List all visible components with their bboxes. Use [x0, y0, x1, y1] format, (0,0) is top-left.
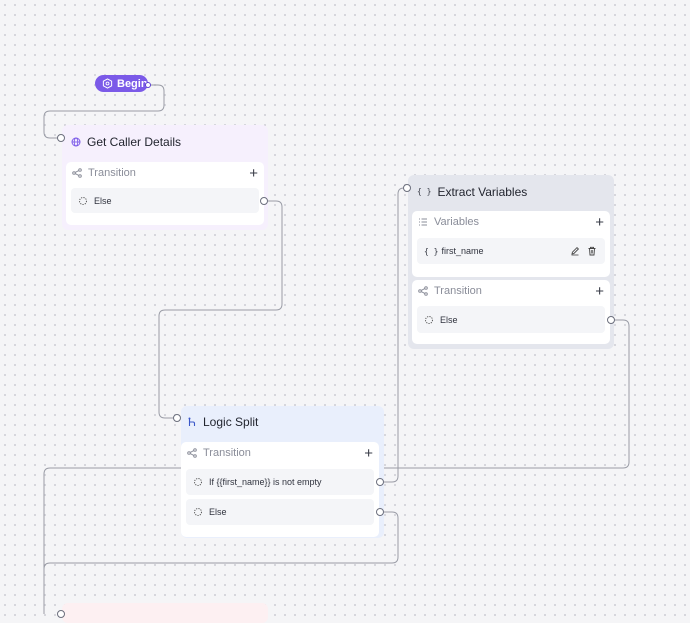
- row-label: If {{first_name}} is not empty: [209, 477, 322, 487]
- dotted-circle-icon: [193, 507, 203, 517]
- transition-panel: Transition + Else: [412, 280, 610, 344]
- transition-row[interactable]: Else: [71, 188, 259, 213]
- transition-panel: Transition + Else: [66, 162, 264, 225]
- transition-row[interactable]: Else: [417, 306, 605, 333]
- node-header: Get Caller Details: [71, 135, 181, 149]
- globe-icon: [71, 137, 81, 147]
- wire-logic-if-to-extract-variables: [380, 187, 407, 483]
- node-header: { } Extract Variables: [417, 185, 527, 199]
- braces-icon: { }: [424, 246, 439, 256]
- add-transition-button[interactable]: +: [249, 164, 258, 182]
- transition-label: Transition: [434, 285, 482, 297]
- logic-split-input-handle[interactable]: [173, 414, 181, 422]
- dotted-circle-icon: [193, 477, 203, 487]
- variable-name: first_name: [441, 246, 484, 256]
- transition-header: Transition +: [418, 282, 604, 300]
- add-transition-button[interactable]: +: [595, 282, 604, 300]
- variables-label: Variables: [434, 216, 480, 228]
- variable-row[interactable]: { } first_name: [417, 238, 605, 264]
- add-variable-button[interactable]: +: [595, 213, 604, 231]
- wire-get-caller-else-to-logic-split: [158, 200, 283, 419]
- node-title: Get Caller Details: [87, 135, 182, 149]
- trash-icon[interactable]: [587, 246, 597, 256]
- next-node-partial[interactable]: [62, 603, 268, 623]
- node-header: Logic Split: [187, 415, 258, 429]
- transition-header: Transition +: [72, 164, 258, 182]
- transition-row[interactable]: If {{first_name}} is not empty: [186, 469, 374, 495]
- pencil-icon[interactable]: [570, 246, 580, 256]
- dotted-circle-icon: [424, 315, 434, 325]
- begin-label: Begin: [117, 77, 148, 90]
- get-caller-else-output-handle[interactable]: [260, 197, 268, 205]
- dotted-circle-icon: [78, 196, 88, 206]
- logic-else-output-handle[interactable]: [376, 508, 384, 516]
- logic-split-node[interactable]: Logic Split Transition + If {{first_name…: [181, 406, 384, 538]
- transition-header: Transition +: [187, 444, 373, 462]
- logic-if-output-handle[interactable]: [376, 478, 384, 486]
- transition-panel: Transition + If {{first_name}} is not em…: [181, 442, 379, 537]
- extract-variables-node[interactable]: { } Extract Variables Variables + { } fi…: [408, 175, 614, 349]
- braces-icon: { }: [417, 187, 432, 196]
- share-icon: [72, 168, 82, 178]
- row-label: Else: [94, 195, 112, 206]
- extract-else-output-handle[interactable]: [607, 316, 615, 324]
- next-node-input-handle[interactable]: [57, 610, 65, 618]
- add-transition-button[interactable]: +: [364, 444, 373, 462]
- begin-output-handle[interactable]: [145, 82, 151, 88]
- extract-variables-input-handle[interactable]: [403, 184, 411, 192]
- list-icon: [418, 217, 428, 227]
- transition-row[interactable]: Else: [186, 499, 374, 525]
- hexagon-icon: [102, 78, 113, 89]
- share-icon: [187, 448, 197, 458]
- variables-header: Variables +: [418, 213, 604, 231]
- share-icon: [418, 286, 428, 296]
- begin-node[interactable]: Begin: [95, 75, 148, 92]
- transition-label: Transition: [203, 447, 251, 459]
- row-label: Else: [440, 314, 458, 325]
- branch-icon: [187, 417, 197, 427]
- row-label: Else: [209, 507, 227, 517]
- get-caller-input-handle[interactable]: [57, 134, 65, 142]
- get-caller-details-node[interactable]: Get Caller Details Transition + Else: [62, 125, 268, 230]
- node-title: Logic Split: [203, 415, 259, 429]
- transition-label: Transition: [88, 167, 136, 179]
- node-title: Extract Variables: [437, 185, 528, 199]
- variables-panel: Variables + { } first_name: [412, 211, 610, 277]
